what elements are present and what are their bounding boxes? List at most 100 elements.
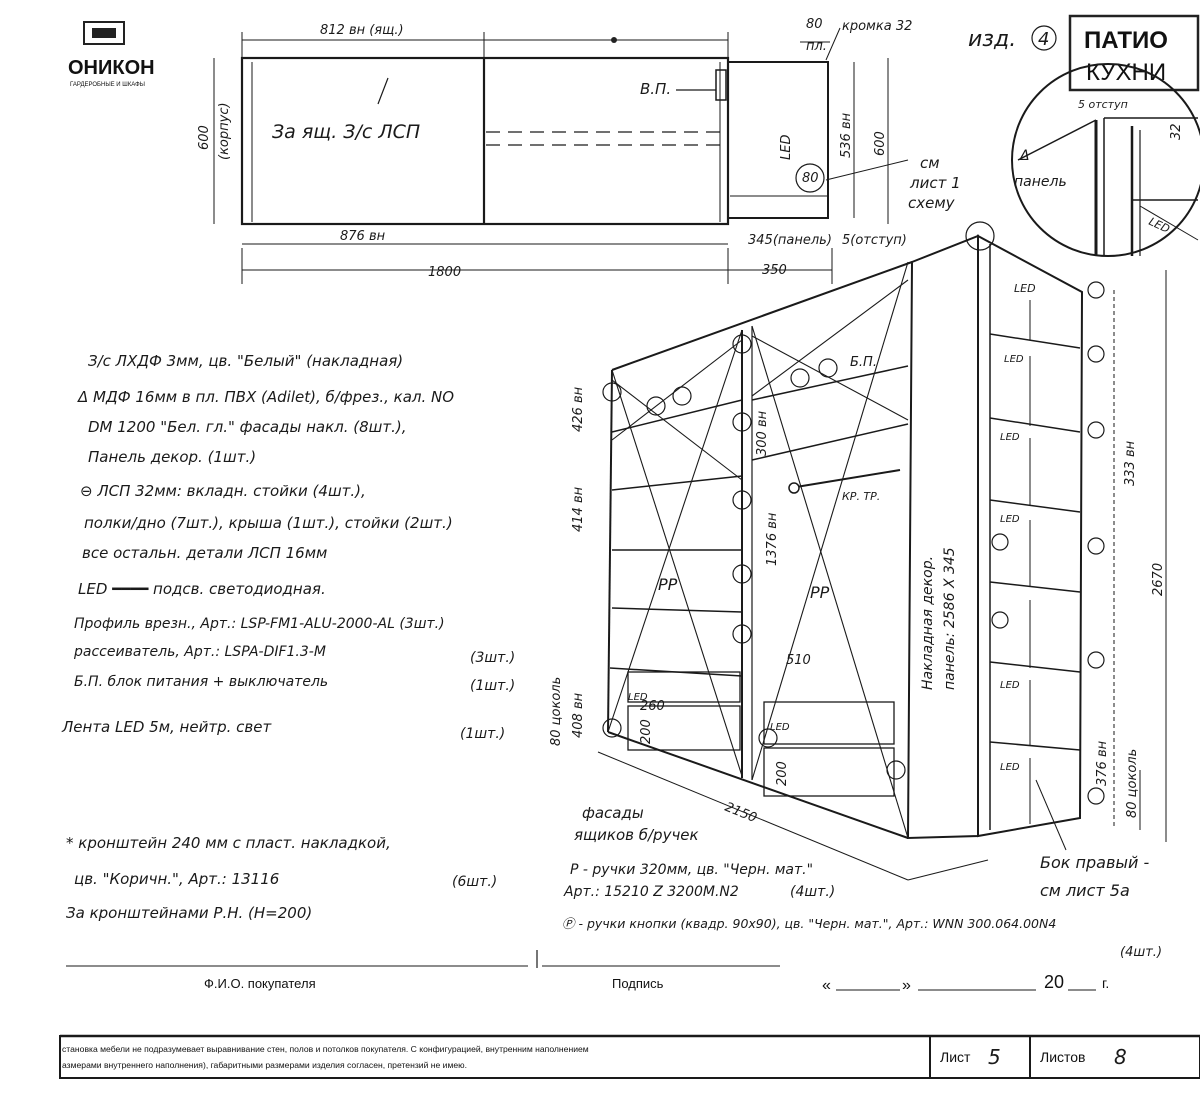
list-value: 5 (988, 1045, 1001, 1069)
izd-label: изд. (968, 27, 1016, 52)
dim-333: 333 вн (1123, 440, 1138, 486)
year-label: 20 (1044, 972, 1064, 992)
handles-r1: Р - ручки 320мм, цв. "Черн. мат." (570, 862, 813, 878)
kromka-label: кромка 32 (842, 19, 912, 34)
date-quote-open: « (822, 977, 831, 994)
note-4: ⊖ ЛСП 32мм: вкладн. стойки (4шт.), (80, 482, 366, 500)
dim-600-left: 600 (197, 125, 212, 150)
note-8: Профиль врезн., Арт.: LSP-FM1-ALU-2000-A… (74, 616, 445, 632)
note-3: Панель декор. (1шт.) (88, 448, 256, 466)
facades-line1: фасады (582, 804, 644, 822)
dim-510: 510 (786, 653, 811, 668)
dim-350: 350 (762, 263, 787, 278)
dim-200-right: 200 (775, 761, 790, 786)
bracket-line2: цв. "Коричн.", Арт.: 13116 (74, 870, 279, 888)
dim-260: 260 (640, 699, 665, 714)
iso-led-4: LED (1000, 514, 1020, 525)
detail-led: LED (1147, 215, 1172, 236)
iso-led-7: LED (628, 692, 648, 703)
dim-812: 812 вн (ящ.) (320, 23, 404, 38)
signature-area: Ф.И.О. покупателя Подпись « » 20 г. (66, 950, 1109, 994)
dim-600-right: 600 (873, 131, 888, 156)
patio-line1: ПАТИО (1084, 27, 1168, 54)
dim-80-top: 80 (806, 17, 823, 32)
bracket-note: * кронштейн 240 мм с пласт. накладкой, ц… (66, 834, 497, 922)
dim-536: 536 вн (839, 112, 854, 158)
dim-80-top-sub: пл. (806, 39, 827, 54)
note-0: З/с ЛХДФ 3мм, цв. "Белый" (накладная) (88, 352, 403, 370)
wardrobe-isometric: LED LED LED LED LED LED LED LED Б.П. РР … (549, 221, 1167, 881)
bottom-title-block: становка мебели не подразумевает выравни… (59, 1034, 1200, 1079)
logo-brand: ОНИКОН (68, 57, 155, 79)
dim-345: 345(панель) (748, 233, 832, 248)
top-plan-view: 812 вн (ящ.) 80 пл. кромка 32 В.П. За ящ… (197, 17, 961, 284)
list-label: Лист (940, 1049, 971, 1065)
date-quote-close: » (902, 977, 911, 994)
note-13: Лента LED 5м, нейтр. свет (61, 718, 272, 736)
led-plan: LED (779, 135, 794, 160)
dim-1800: 1800 (428, 265, 461, 280)
dim-414: 414 вн (571, 486, 586, 532)
detail-otstup: 5 отступ (1078, 98, 1128, 111)
dim-80-cokol-right: 80 цоколь (1125, 749, 1140, 818)
detail-32: 32 (1169, 123, 1184, 140)
listov-label: Листов (1040, 1049, 1086, 1065)
dim-80-cokol: 80 цоколь (549, 677, 564, 746)
bracket-line1: * кронштейн 240 мм с пласт. накладкой, (66, 834, 391, 852)
bracket-qty: (6шт.) (452, 874, 497, 890)
handles-r1-qty: (4шт.) (790, 884, 835, 900)
listov-value: 8 (1114, 1045, 1127, 1069)
dim-1376: 1376 вн (765, 512, 780, 566)
iso-led-1: LED (1014, 282, 1036, 295)
iso-led-6: LED (1000, 762, 1020, 773)
dim-408: 408 вн (571, 692, 586, 738)
podpis-label: Подпись (612, 976, 664, 991)
oniokon-logo: ОНИКОН ГАРДЕРОБНЫЕ И ШКАФЫ (68, 21, 155, 88)
note-9: рассеиватель, Арт.: LSPA-DIF1.3-M (73, 644, 326, 660)
circle-80: 80 (802, 171, 819, 186)
dim-876: 876 вн (340, 229, 386, 244)
za-yashch-label: За ящ. З/с ЛСП (272, 121, 420, 143)
logo-tagline: ГАРДЕРОБНЫЕ И ШКАФЫ (70, 82, 145, 88)
handles-r2-qty: (4шт.) (1120, 945, 1162, 960)
iso-led-3: LED (1000, 432, 1020, 443)
iso-led-5: LED (1000, 680, 1020, 691)
note-6: все остальн. детали ЛСП 16мм (82, 544, 327, 562)
note-7: LED ━━━━ подсв. светодиодная. (78, 580, 326, 598)
disclaimer-line1: становка мебели не подразумевает выравни… (62, 1044, 589, 1054)
iso-led-8: LED (770, 722, 790, 733)
iso-kr: КР. ТР. (842, 490, 880, 503)
izd-number: 4 (1038, 29, 1049, 50)
fio-label: Ф.И.О. покупателя (204, 976, 316, 991)
note-12: (1шт.) (470, 678, 515, 694)
material-notes: З/с ЛХДФ 3мм, цв. "Белый" (накладная) Δ … (61, 352, 515, 742)
dim-376: 376 вн (1095, 740, 1110, 786)
note-11: Б.П. блок питания + выключатель (74, 674, 328, 690)
handles-r2: Ⓟ - ручки кнопки (квадр. 90х90), цв. "Че… (562, 916, 1056, 931)
note-1: Δ МДФ 16мм в пл. ПВХ (Adilet), б/фрез., … (77, 388, 454, 406)
handles-r1-art: Арт.: 15210 Z 3200М.N2 (563, 884, 739, 900)
patio-logo: ПАТИО КУХНИ (1068, 14, 1200, 92)
disclaimer-line2: азмерами внутреннего наполнения), габари… (62, 1060, 467, 1070)
iso-bp: Б.П. (850, 355, 877, 370)
patio-line2: КУХНИ (1086, 59, 1166, 86)
side-note: Бок правый -см лист 5а (1040, 853, 1149, 900)
iso-panel-decor-l1: Накладная декор. (920, 556, 936, 690)
note-10: (3шт.) (470, 650, 515, 666)
dim-426: 426 вн (571, 386, 586, 432)
dim-200-left: 200 (639, 719, 654, 744)
iso-panel-decor-l2: панель: 2586 X 345 (942, 547, 958, 690)
dim-300: 300 вн (755, 410, 770, 456)
facades-line2: ящиков б/ручек (574, 826, 699, 844)
note-2: DM 1200 "Бел. гл." фасады накл. (8шт.), (88, 418, 407, 436)
note-14: (1шт.) (460, 726, 505, 742)
dim-2150: 2150 (723, 800, 759, 826)
dim-2670: 2670 (1151, 563, 1166, 596)
dim-600-left-sub: (корпус) (217, 102, 232, 160)
note-5: полки/дно (7шт.), крыша (1шт.), стойки (… (84, 514, 453, 532)
iso-pp-left: РР (658, 575, 678, 594)
